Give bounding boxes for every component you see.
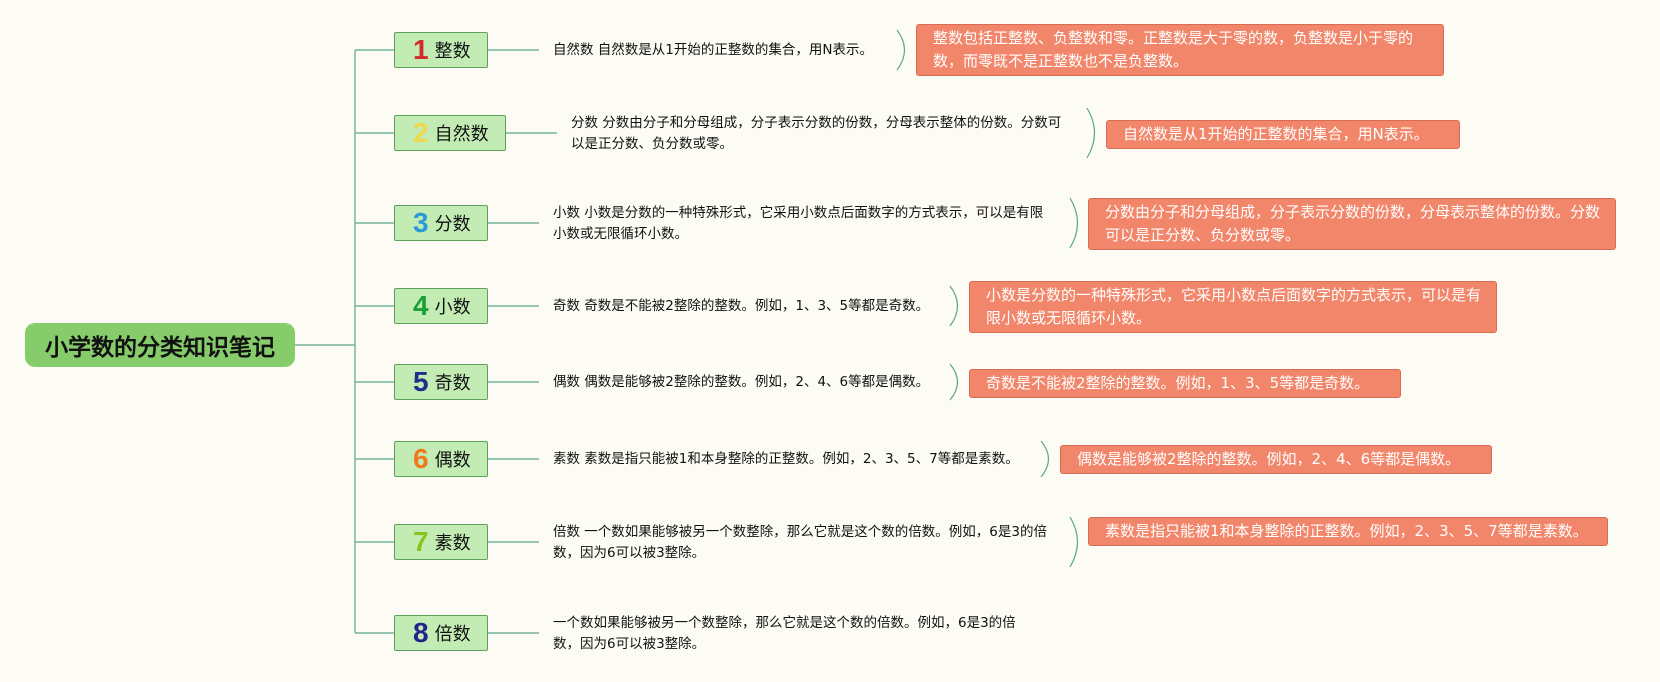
topic-integer[interactable]: 1 整数 (394, 32, 488, 68)
topic-note: 奇数是不能被2整除的整数。例如，1、3、5等都是奇数。 (969, 369, 1401, 398)
topic-even-number[interactable]: 6 偶数 (394, 441, 488, 477)
bracket-7 (1069, 516, 1079, 568)
topic-number: 8 (413, 617, 429, 648)
bracket-5 (949, 363, 959, 401)
topic-label: 分数 (434, 214, 471, 235)
bracket-2 (1086, 107, 1096, 159)
topic-note: 自然数是从1开始的正整数的集合，用N表示。 (1106, 120, 1460, 149)
topic-number: 7 (413, 526, 429, 557)
bracket-3 (1069, 197, 1079, 249)
topic-natural-number[interactable]: 2 自然数 (394, 115, 506, 151)
topic-description: 一个数如果能够被另一个数整除，那么它就是这个数的倍数。例如，6是3的倍数，因为6… (553, 615, 1016, 652)
topic-description: 自然数 自然数是从1开始的正整数的集合，用N表示。 (553, 42, 873, 58)
topic-number: 2 (413, 117, 429, 148)
topic-note: 整数包括正整数、负整数和零。正整数是大于零的数，负整数是小于零的数，而零既不是正… (916, 24, 1444, 76)
root-topic[interactable]: 小学数的分类知识笔记 (25, 323, 295, 367)
topic-note: 素数是指只能被1和本身整除的正整数。例如，2、3、5、7等都是素数。 (1088, 517, 1608, 546)
root-title: 小学数的分类知识笔记 (45, 335, 275, 361)
topic-label: 小数 (434, 297, 471, 318)
topic-decimal[interactable]: 4 小数 (394, 288, 488, 324)
topic-number: 6 (413, 443, 429, 474)
topic-prime-number[interactable]: 7 素数 (394, 524, 488, 560)
topic-note: 偶数是能够被2整除的整数。例如，2、4、6等都是偶数。 (1060, 445, 1492, 474)
bracket-1 (896, 29, 906, 71)
bracket-6 (1040, 440, 1050, 478)
topic-description: 偶数 偶数是能够被2整除的整数。例如，2、4、6等都是偶数。 (553, 374, 930, 390)
topic-label: 整数 (434, 41, 471, 62)
topic-description: 倍数 一个数如果能够被另一个数整除，那么它就是这个数的倍数。例如，6是3的倍数，… (553, 524, 1047, 561)
topic-description: 素数 素数是指只能被1和本身整除的正整数。例如，2、3、5、7等都是素数。 (553, 451, 1019, 467)
topic-number: 1 (413, 34, 429, 65)
topic-number: 4 (413, 290, 429, 321)
topic-fraction[interactable]: 3 分数 (394, 205, 488, 241)
topic-description: 奇数 奇数是不能被2整除的整数。例如，1、3、5等都是奇数。 (553, 298, 930, 314)
topic-number: 3 (413, 207, 429, 238)
topic-multiple[interactable]: 8 倍数 (394, 615, 488, 651)
topic-label: 倍数 (434, 624, 471, 645)
topic-odd-number[interactable]: 5 奇数 (394, 364, 488, 400)
topic-description: 小数 小数是分数的一种特殊形式，它采用小数点后面数字的方式表示，可以是有限小数或… (553, 205, 1044, 242)
topic-note: 小数是分数的一种特殊形式，它采用小数点后面数字的方式表示，可以是有限小数或无限循… (969, 281, 1497, 333)
topic-number: 5 (413, 366, 429, 397)
topic-note: 分数由分子和分母组成，分子表示分数的份数，分母表示整体的份数。分数可以是正分数、… (1088, 198, 1616, 250)
bracket-4 (949, 285, 959, 327)
topic-label: 奇数 (434, 373, 471, 394)
topic-description: 分数 分数由分子和分母组成，分子表示分数的份数，分母表示整体的份数。分数可以是正… (571, 115, 1062, 152)
topic-label: 自然数 (434, 124, 489, 145)
topic-label: 素数 (434, 533, 471, 554)
topic-label: 偶数 (434, 450, 471, 471)
